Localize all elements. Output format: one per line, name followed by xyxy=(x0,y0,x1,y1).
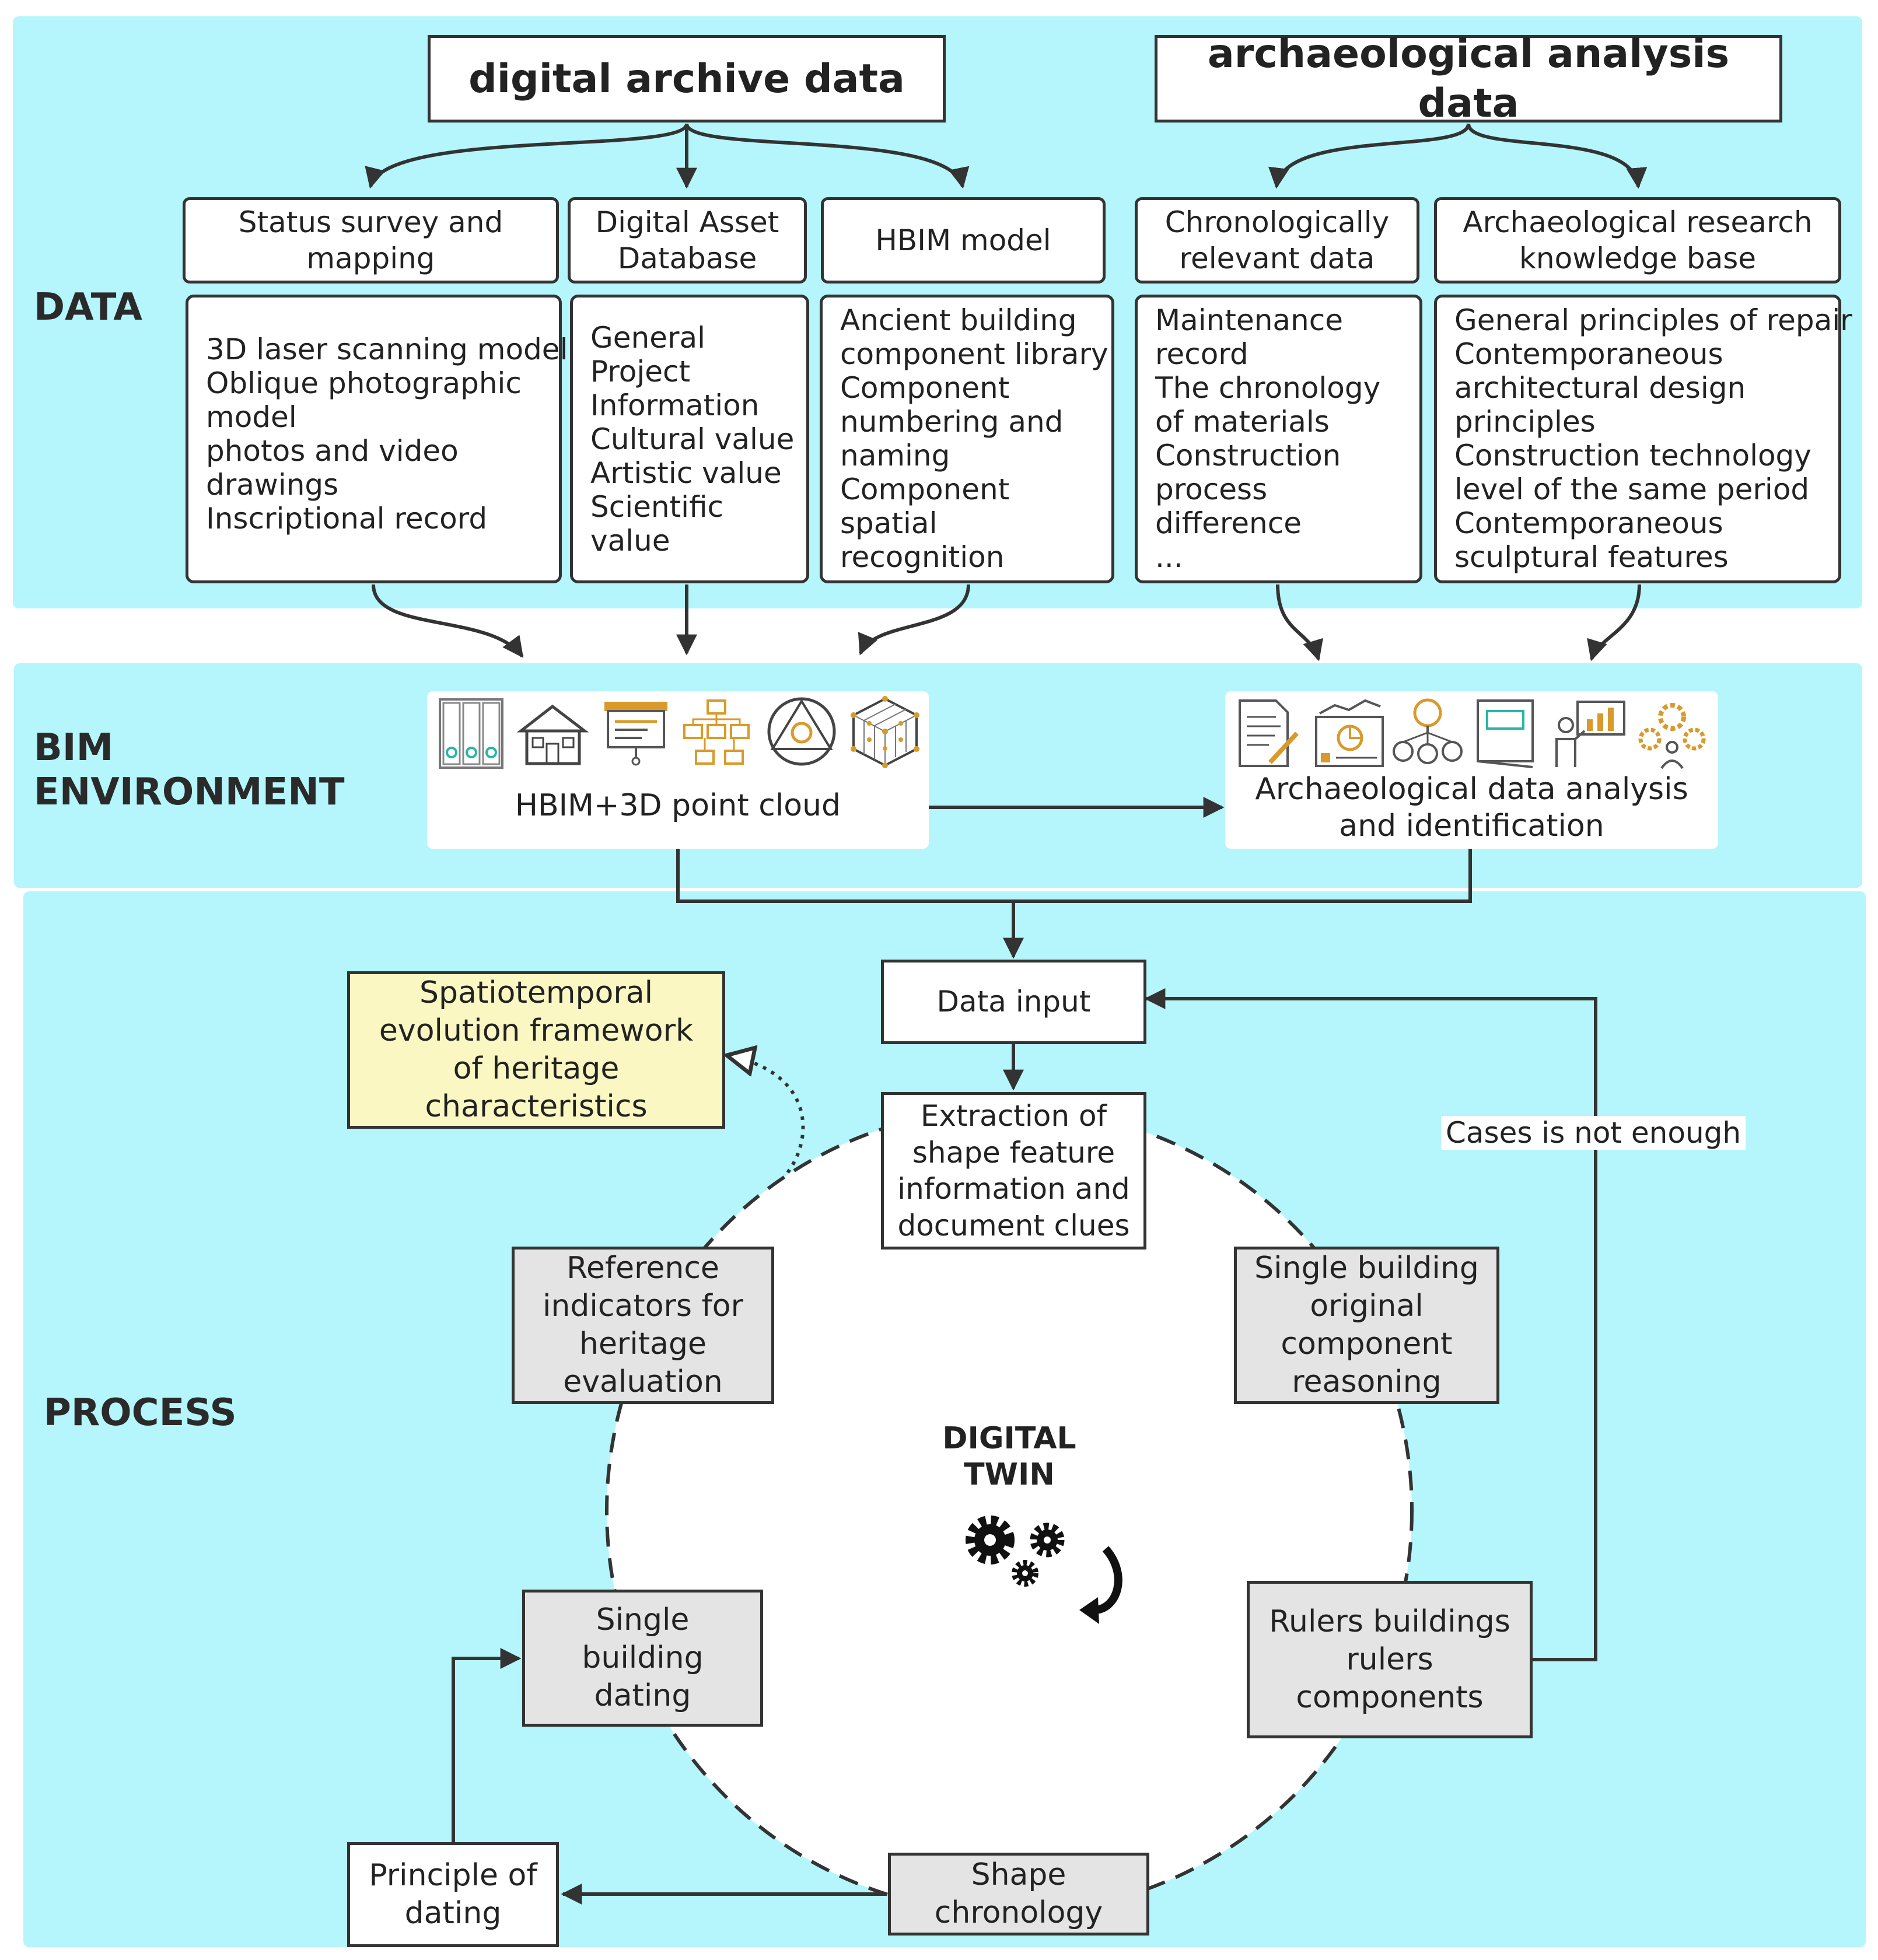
list-item: ... xyxy=(1155,540,1183,574)
digital-asset-box: Digital Asset Database xyxy=(568,197,807,284)
list-item: drawings xyxy=(206,468,339,502)
digital-asset-list: General Project Information Cultural val… xyxy=(570,295,809,583)
single-dating-box: Single building dating xyxy=(522,1590,763,1727)
section-bim: BIM ENVIRONMENT xyxy=(34,726,345,814)
extraction-box: Extraction of shape feature information … xyxy=(881,1092,1146,1250)
cases-label: Cases is not enough xyxy=(1441,1116,1746,1150)
status-survey-list: 3D laser scanning model Oblique photogra… xyxy=(186,295,568,583)
list-item: Ancient building xyxy=(840,303,1077,337)
chronological-data-box: Chronologically relevant data xyxy=(1135,197,1419,284)
list-item: value xyxy=(590,524,670,558)
list-item: difference xyxy=(1155,506,1302,540)
archaeological-analysis-label: Archaeological data analysis and identif… xyxy=(1255,772,1688,844)
idea-network-icon xyxy=(1393,698,1463,764)
list-item: Contemporaneous xyxy=(1454,506,1723,540)
hbim-point-cloud-panel xyxy=(427,691,929,849)
book-icon xyxy=(1477,699,1534,768)
list-item: Contemporaneous xyxy=(1454,337,1723,371)
reference-indicators-box: Reference indicators for heritage evalua… xyxy=(512,1247,774,1404)
list-item: Maintenance xyxy=(1155,303,1343,337)
flowchart-icon xyxy=(683,699,750,765)
list-item: General xyxy=(590,321,706,355)
list-item: Construction xyxy=(1155,439,1341,473)
list-item: record xyxy=(1155,337,1248,371)
presenter-icon xyxy=(1555,701,1625,767)
single-original-box: Single building original component reaso… xyxy=(1234,1247,1499,1404)
list-item: Construction technology xyxy=(1454,439,1811,473)
list-item: 3D laser scanning model xyxy=(206,332,568,366)
digital-archive-header: digital archive data xyxy=(428,35,946,123)
list-item: architectural design xyxy=(1454,371,1746,405)
list-item: of materials xyxy=(1155,405,1330,439)
data-input-box: Data input xyxy=(881,960,1146,1044)
knowledge-base-list: General principles of repair Contemporan… xyxy=(1434,295,1852,583)
list-item: model xyxy=(206,400,297,434)
list-item: numbering and xyxy=(840,405,1064,439)
rulers-box: Rulers buildings rulers components xyxy=(1247,1581,1533,1738)
digital-twin-label: DIGITAL TWIN xyxy=(942,1421,1076,1493)
list-item: sculptural features xyxy=(1454,540,1729,574)
list-item: General principles of repair xyxy=(1454,303,1852,337)
shape-chronology-box: Shape chronology xyxy=(888,1853,1149,1936)
hbim-model-list: Ancient building component library Compo… xyxy=(820,295,1114,583)
list-item: Inscriptional record xyxy=(206,502,488,536)
archaeological-header: archaeological analysis data xyxy=(1155,31,1782,127)
list-item: Cultural value xyxy=(590,422,795,456)
file-cabinet-icon xyxy=(439,698,503,769)
list-item: Project xyxy=(590,355,691,388)
list-item: component library xyxy=(840,337,1108,371)
list-item: Component xyxy=(840,371,1010,405)
spatiotemporal-box: Spatiotemporal evolution framework of he… xyxy=(347,971,725,1129)
triangle-circle-icon xyxy=(767,697,836,766)
list-item: level of the same period xyxy=(1454,473,1810,506)
section-data: DATA xyxy=(34,286,142,329)
hbim-point-cloud-label: HBIM+3D point cloud xyxy=(515,788,841,823)
hbim-model-box: HBIM model xyxy=(821,197,1106,284)
process-band xyxy=(23,891,1866,1947)
analysis-chart-icon xyxy=(1315,699,1384,767)
principle-of-dating-box: Principle of dating xyxy=(347,1842,559,1947)
list-item: Information xyxy=(590,388,760,422)
cube-grid-icon xyxy=(851,696,919,768)
list-item: Artistic value xyxy=(590,456,782,490)
gears-people-icon xyxy=(1638,703,1706,769)
document-pen-icon xyxy=(1239,699,1299,767)
list-item: naming xyxy=(840,439,950,473)
list-item: Oblique photographic xyxy=(206,366,522,400)
knowledge-base-box: Archaeological research knowledge base xyxy=(1434,197,1841,284)
list-item: principles xyxy=(1454,405,1596,439)
list-item: process xyxy=(1155,473,1268,506)
presentation-board-icon xyxy=(604,702,667,766)
section-process: PROCESS xyxy=(44,1391,237,1434)
list-item: The chronology xyxy=(1155,371,1381,405)
house-icon xyxy=(516,704,589,765)
list-item: photos and video xyxy=(206,434,459,468)
list-item: Scientific xyxy=(590,490,724,524)
status-survey-box: Status survey and mapping xyxy=(183,197,559,284)
chronological-data-list: Maintenance record The chronology of mat… xyxy=(1135,295,1422,583)
list-item: recognition xyxy=(840,540,1005,574)
list-item: spatial xyxy=(840,506,938,540)
list-item: Component xyxy=(840,473,1010,506)
archaeological-analysis-panel xyxy=(1225,691,1718,849)
